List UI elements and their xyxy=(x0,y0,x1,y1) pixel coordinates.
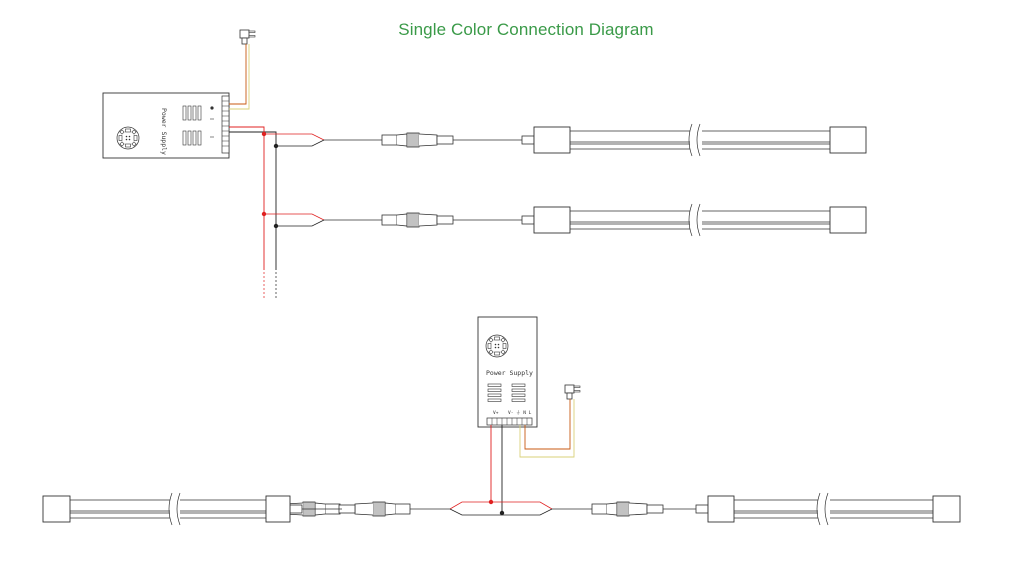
power-supply-bottom: Power Supply V+ V- ⏚ N L xyxy=(477,316,538,428)
strip-bottom-left xyxy=(42,492,450,526)
live-wire xyxy=(524,399,571,450)
vent-slots xyxy=(487,383,526,402)
power-supply-label: Power Supply xyxy=(486,369,533,377)
junction-dot-icon xyxy=(499,510,505,516)
power-supply-top: Power Supply xyxy=(102,92,230,159)
terminal-block xyxy=(210,95,230,154)
neutral-wire xyxy=(519,399,575,458)
ac-plug-icon xyxy=(564,384,581,400)
strip-bottom-right xyxy=(552,492,961,526)
positive-bus xyxy=(229,126,265,270)
neutral-wire xyxy=(229,44,250,110)
terminal-label-vminus: V- xyxy=(508,410,513,416)
ac-plug-icon xyxy=(239,29,256,45)
terminal-label-ac: ⏚ N L xyxy=(516,409,532,416)
terminal-label-vplus: V+ xyxy=(493,410,499,416)
power-supply-label: Power Supply xyxy=(160,108,168,155)
negative-bus xyxy=(229,131,277,270)
vent-slots xyxy=(182,105,202,146)
strip-branch-2 xyxy=(261,203,867,237)
diagram-title: Single Color Connection Diagram xyxy=(398,20,654,39)
terminal-block xyxy=(486,417,533,426)
live-wire xyxy=(229,44,247,105)
strip-branch-1 xyxy=(261,123,867,157)
